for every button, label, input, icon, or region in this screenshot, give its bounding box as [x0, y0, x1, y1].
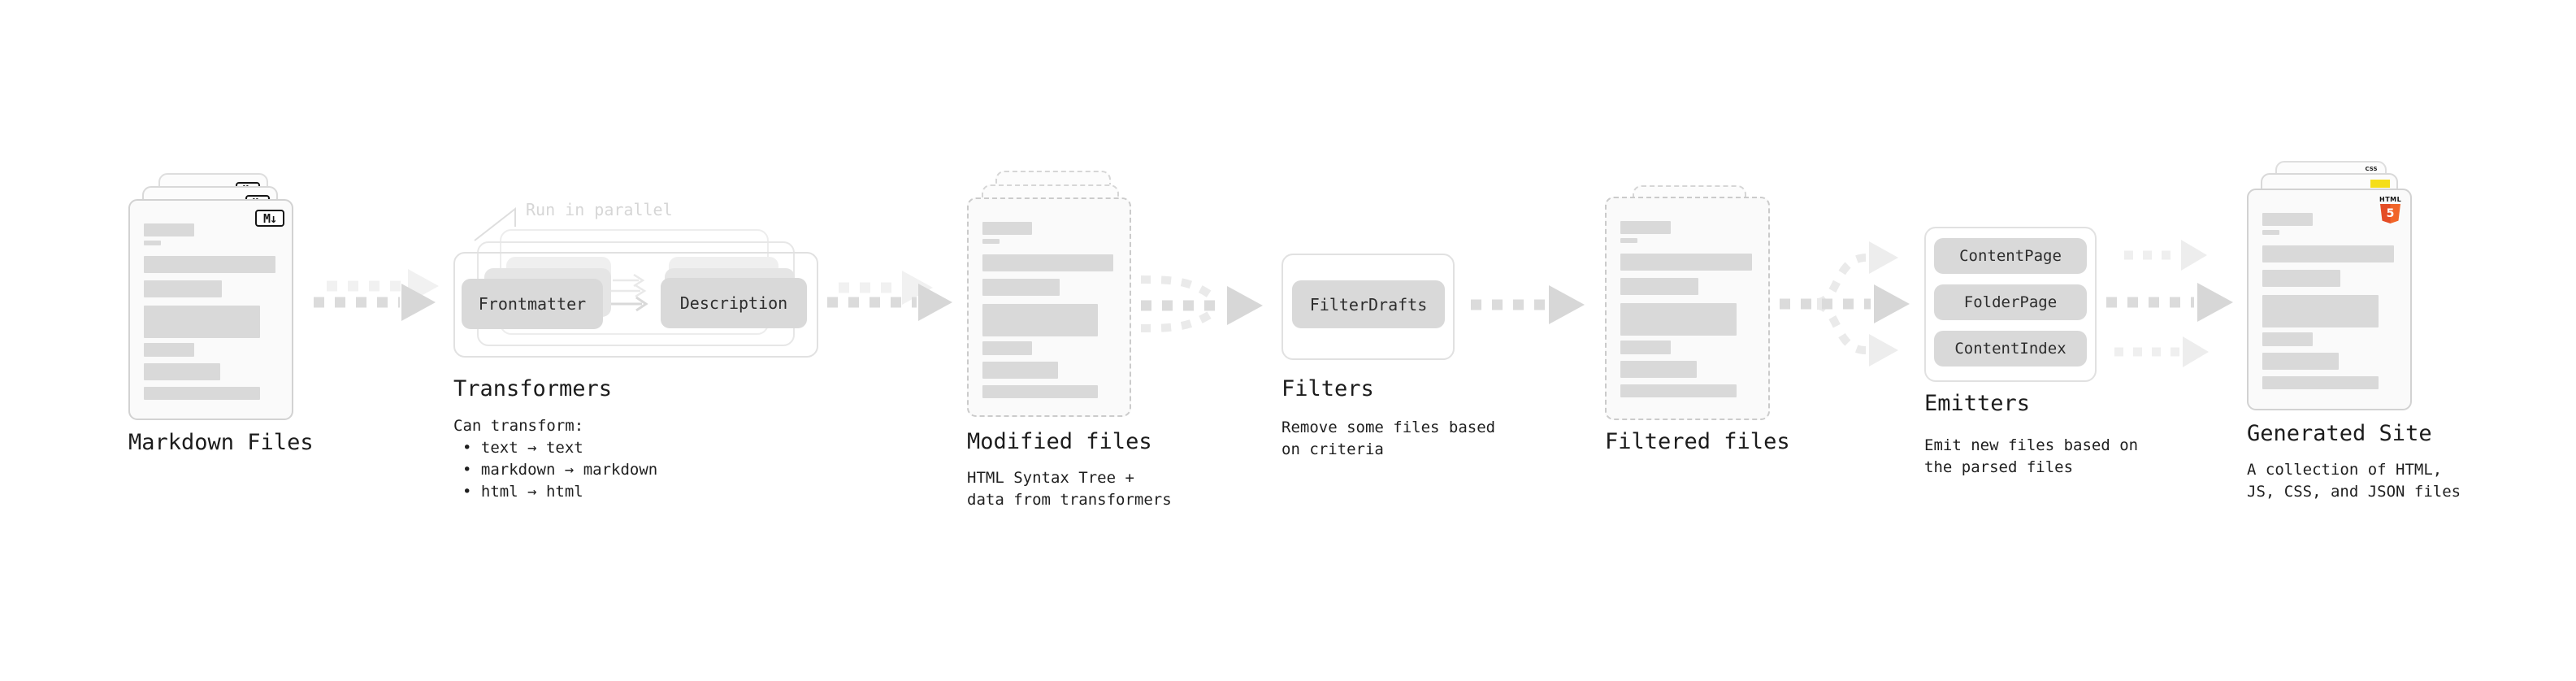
- placeholder-bar: [2262, 245, 2394, 262]
- placeholder-bar: [982, 385, 1098, 398]
- modified-doc-front: [967, 197, 1131, 417]
- placeholder-bar: [1620, 384, 1737, 397]
- placeholder-bar: [982, 239, 1000, 244]
- arrow-emitters-to-generated-icon: [2106, 240, 2233, 367]
- doc-text-placeholder: [2262, 213, 2394, 389]
- arrow-modified-to-filters-icon: [1140, 275, 1263, 332]
- transformers-description-heading: Can transform:: [453, 417, 584, 435]
- placeholder-bar: [1620, 221, 1671, 234]
- transformers-bullet: • html → html: [462, 483, 583, 501]
- transformers-bullet: • markdown → markdown: [462, 461, 658, 479]
- generated-site-subtitle: A collection of HTML, JS, CSS, and JSON …: [2247, 461, 2461, 501]
- placeholder-bar: [144, 241, 162, 245]
- placeholder-bar: [2262, 332, 2313, 346]
- emitter-pill-contentpage: ContentPage: [1934, 238, 2087, 274]
- arrow-filtered-to-emitters-icon: [1780, 241, 1910, 367]
- stage-title-generated-site: Generated Site: [2247, 421, 2432, 446]
- placeholder-bar: [1620, 238, 1638, 243]
- placeholder-bar: [144, 280, 222, 297]
- placeholder-bar: [144, 256, 275, 273]
- html5-shield: 5: [2380, 204, 2400, 223]
- placeholder-bar: [1620, 278, 1698, 295]
- placeholder-bar: [982, 341, 1033, 355]
- generated-doc-html: HTML 5: [2247, 189, 2412, 410]
- transformer-pill-description: Description: [661, 278, 807, 328]
- transformer-pill-frontmatter: Frontmatter: [462, 279, 603, 329]
- run-in-parallel-annotation: Run in parallel: [526, 200, 673, 219]
- placeholder-bar: [2262, 213, 2313, 226]
- html5-logo-icon: HTML 5: [2379, 197, 2401, 223]
- placeholder-bar: [982, 222, 1033, 235]
- arrow-filters-to-filtered-icon: [1471, 285, 1585, 324]
- markdown-doc-front: M↓: [128, 199, 293, 420]
- placeholder-bar: [144, 363, 220, 380]
- placeholder-bar: [1620, 303, 1737, 336]
- placeholder-bar: [2262, 295, 2379, 327]
- filter-pill-filterdrafts: FilterDrafts: [1292, 280, 1445, 328]
- placeholder-bar: [2262, 270, 2340, 287]
- placeholder-bar: [2262, 353, 2339, 370]
- placeholder-bar: [982, 254, 1113, 271]
- stage-title-filters: Filters: [1281, 376, 1374, 401]
- stage-title-markdown-files: Markdown Files: [128, 430, 314, 455]
- placeholder-bar: [144, 343, 194, 357]
- placeholder-bar: [144, 387, 260, 400]
- transformers-box-front: [453, 252, 818, 358]
- js-badge: [2370, 180, 2390, 188]
- placeholder-bar: [982, 279, 1060, 296]
- placeholder-bar: [1620, 340, 1671, 354]
- placeholder-bar: [2262, 230, 2280, 235]
- transformers-description: Can transform: • text → text • markdown …: [453, 415, 657, 503]
- html5-word: HTML: [2379, 196, 2402, 203]
- placeholder-bar: [1620, 254, 1752, 271]
- arrow-markdown-to-transformers-icon: [314, 269, 439, 321]
- css-badge-label: CSS: [2365, 166, 2378, 172]
- stage-title-filtered-files: Filtered files: [1605, 429, 1790, 454]
- doc-text-placeholder: [982, 222, 1113, 398]
- placeholder-bar: [144, 306, 260, 338]
- arrow-transformers-to-modified-icon: [827, 271, 952, 321]
- placeholder-bar: [1620, 361, 1697, 378]
- doc-text-placeholder: [1620, 221, 1752, 397]
- emitter-pill-folderpage: FolderPage: [1934, 284, 2087, 320]
- emitters-subtitle: Emit new files based on the parsed files: [1924, 436, 2139, 476]
- stage-title-emitters: Emitters: [1924, 391, 2031, 416]
- modified-files-subtitle: HTML Syntax Tree + data from transformer…: [967, 469, 1172, 509]
- placeholder-bar: [982, 304, 1098, 336]
- placeholder-bar: [982, 362, 1059, 379]
- stage-title-modified-files: Modified files: [967, 429, 1152, 454]
- emitter-pill-contentindex: ContentIndex: [1934, 331, 2087, 367]
- stage-title-transformers: Transformers: [453, 376, 613, 401]
- placeholder-bar: [144, 223, 194, 236]
- filters-subtitle: Remove some files based on criteria: [1281, 419, 1496, 458]
- filtered-doc-front: [1605, 197, 1770, 420]
- transformers-bullet: • text → text: [462, 439, 583, 457]
- doc-text-placeholder: [144, 223, 275, 400]
- placeholder-bar: [2262, 376, 2379, 389]
- markdown-icon: M↓: [255, 210, 284, 227]
